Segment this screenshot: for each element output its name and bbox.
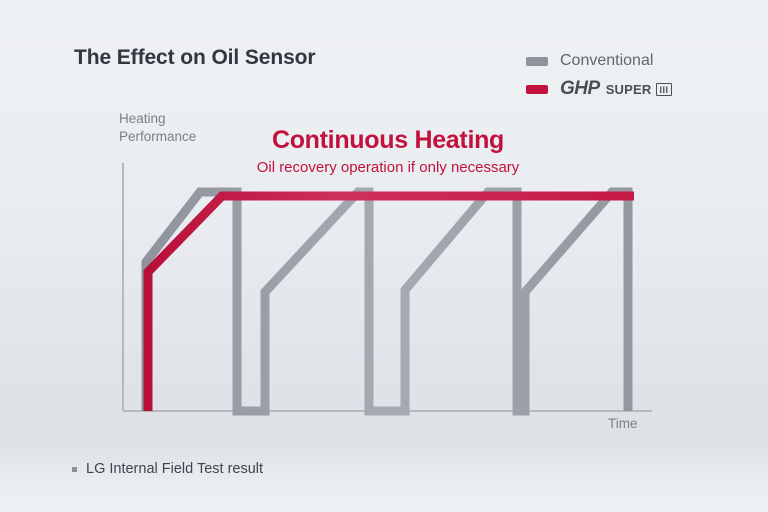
y-axis-label: Heating Performance xyxy=(119,110,196,146)
annotation-headline: Continuous Heating xyxy=(271,126,505,154)
ghp-super-logo: GHP SUPER III xyxy=(560,78,672,100)
series-line-ghp-super xyxy=(143,191,634,411)
legend-item-ghp-super: GHP SUPER III xyxy=(526,78,706,100)
footnote: LG Internal Field Test result xyxy=(72,461,263,477)
line-swatch-icon-conventional xyxy=(526,56,548,66)
square-bullet-icon xyxy=(72,466,77,472)
chart-legend: Conventional GHP SUPER III xyxy=(526,50,706,106)
annotation-subline: Oil recovery operation if only necessary xyxy=(256,159,520,176)
series-line-conventional xyxy=(141,187,633,416)
y-axis-label-line1: Heating xyxy=(119,111,166,126)
ghp-generation-badge: III xyxy=(656,82,672,96)
x-axis-label: Time xyxy=(608,416,638,431)
y-axis-label-line2: Performance xyxy=(119,129,197,144)
line-swatch-icon-ghp-super xyxy=(526,84,548,94)
page-title: The Effect on Oil Sensor xyxy=(74,46,316,69)
ghp-wordmark: GHP xyxy=(560,78,600,99)
legend-label-conventional: Conventional xyxy=(560,52,654,69)
footnote-text: LG Internal Field Test result xyxy=(86,461,264,477)
legend-item-conventional: Conventional xyxy=(526,50,706,72)
chart-annotation: Continuous Heating Oil recovery operatio… xyxy=(228,125,548,179)
ghp-super-text: SUPER xyxy=(605,81,652,97)
